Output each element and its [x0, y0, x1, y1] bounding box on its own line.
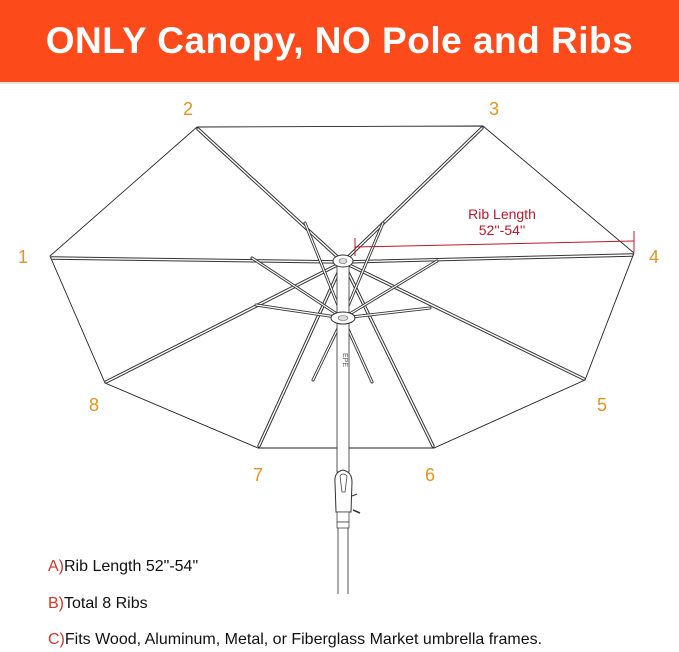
rib-length-title: Rib Length: [468, 206, 536, 222]
rib-number-7: 7: [253, 465, 264, 485]
spec-text: Total 8 Ribs: [64, 595, 148, 612]
crank-housing: [334, 469, 361, 529]
spec-letter: A): [48, 558, 64, 575]
spec-item-a: A)Rib Length 52"-54": [48, 558, 198, 576]
rib-number-1: 1: [18, 247, 29, 267]
rib-length-value: 52''-54'': [478, 222, 526, 238]
umbrella-diagram: EPE: [49, 125, 635, 594]
spec-item-b: B)Total 8 Ribs: [48, 595, 148, 613]
rib-length-dimension: [354, 231, 635, 256]
main-ribs: [50, 126, 634, 448]
spec-letter: C): [48, 631, 65, 648]
rib-number-4: 4: [649, 247, 660, 267]
spec-text: Fits Wood, Aluminum, Metal, or Fiberglas…: [64, 631, 543, 648]
upper-hub: [332, 254, 354, 268]
svg-text:EPE: EPE: [341, 353, 348, 367]
spec-letter: B): [48, 595, 64, 612]
rib-number-5: 5: [597, 395, 608, 415]
spec-text: Rib Length 52"-54": [64, 558, 199, 575]
lower-hub: [330, 311, 356, 325]
rib-number-3: 3: [489, 99, 500, 119]
rib-number-2: 2: [183, 99, 194, 119]
banner-title: ONLY Canopy, NO Pole and Ribs: [45, 20, 634, 61]
stretcher-struts: [250, 221, 439, 384]
rib-number-8: 8: [89, 395, 100, 415]
rib-number-6: 6: [425, 465, 436, 485]
spec-item-c: C)Fits Wood, Aluminum, Metal, or Fibergl…: [48, 631, 542, 649]
rib-length-label: Rib Length 52''-54'': [452, 206, 552, 238]
header-banner: ONLY Canopy, NO Pole and Ribs: [0, 0, 679, 84]
